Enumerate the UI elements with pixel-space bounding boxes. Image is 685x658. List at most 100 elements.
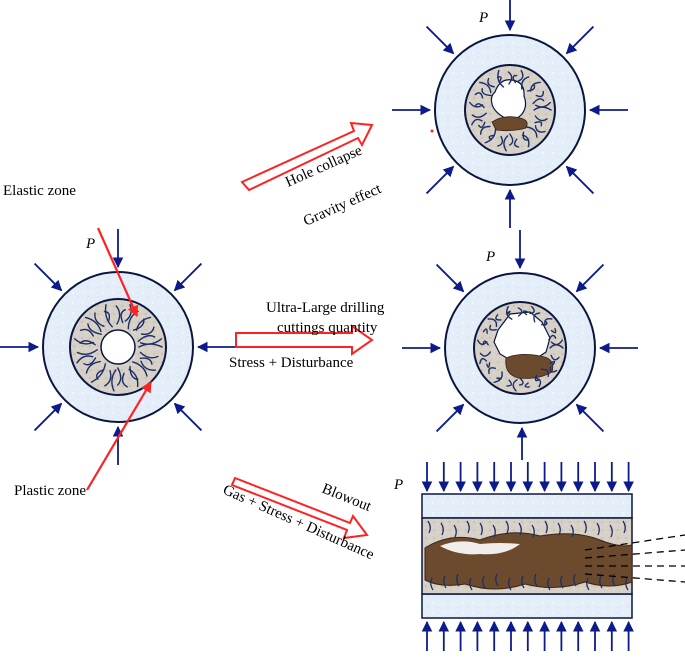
pressure-arrow	[565, 25, 595, 55]
pressure-arrow	[575, 263, 605, 293]
fracture-mark	[496, 377, 502, 380]
fracture-mark	[484, 128, 497, 144]
fracture-mark	[132, 361, 148, 377]
blowout-section	[421, 493, 685, 619]
fracture-mark	[534, 125, 546, 133]
fracture-mark	[503, 135, 509, 152]
fracture-mark	[471, 118, 483, 126]
fracture-mark	[549, 360, 556, 366]
fracture-mark	[570, 524, 574, 538]
fracture-mark	[534, 115, 548, 122]
fracture-mark	[479, 522, 483, 536]
fracture-mark	[474, 103, 485, 109]
fracture-mark	[443, 575, 447, 589]
fracture-mark	[519, 377, 524, 386]
fracture-mark	[533, 312, 541, 323]
fracture-mark	[526, 126, 538, 138]
process-arrows	[230, 121, 374, 540]
elastic-zone-label: Elastic zone	[3, 183, 76, 199]
pressure-arrow	[33, 402, 63, 432]
fracture-mark	[471, 112, 487, 118]
fracture-mark	[477, 121, 486, 128]
fracture-mark	[512, 379, 518, 392]
fracture-mark	[530, 81, 541, 92]
fracture-mark	[505, 305, 513, 320]
fracture-mark	[74, 338, 95, 345]
fracture-mark	[140, 360, 157, 371]
fracture-mark	[609, 524, 613, 538]
fracture-mark	[492, 524, 496, 538]
pressure-arrow	[33, 262, 63, 292]
fracture-mark	[84, 316, 102, 333]
fracture-mark	[94, 312, 105, 327]
fracture-mark	[479, 358, 488, 365]
fracture-mark	[612, 573, 616, 587]
fracture-mark	[90, 363, 106, 383]
fracture-mark	[104, 304, 113, 328]
fracture-mark	[522, 310, 528, 316]
fracture-marks	[427, 520, 629, 591]
fracture-mark	[104, 370, 112, 387]
pressure-arrow	[435, 403, 465, 433]
fracture-mark	[506, 310, 511, 315]
fracture-mark	[79, 328, 94, 337]
fracture-mark	[477, 339, 488, 346]
fracture-mark	[76, 355, 94, 364]
fracture-mark	[135, 316, 152, 331]
fracture-mark	[469, 577, 473, 591]
fracture-mark	[121, 372, 128, 388]
fracture-mark	[140, 326, 155, 335]
fracture-mark	[517, 307, 523, 317]
fracture-mark	[527, 83, 536, 92]
fracture-mark	[497, 135, 504, 147]
fracture-mark	[506, 379, 513, 387]
fracture-mark	[87, 323, 102, 335]
fracture-mark	[550, 339, 563, 346]
fracture-marks	[477, 305, 564, 392]
fracture-mark	[550, 328, 557, 334]
fracture-mark	[427, 520, 431, 534]
process-arrow-cuttings	[235, 324, 374, 356]
fracture-mark	[493, 371, 503, 383]
fracture-mark	[596, 522, 600, 536]
fracture-mark	[524, 382, 530, 388]
fracture-mark	[517, 69, 524, 82]
fracture-mark	[512, 74, 518, 84]
fracture-mark	[117, 367, 122, 386]
plastic-zone-pointer	[86, 381, 152, 491]
fracture-mark	[534, 374, 540, 382]
fracture-mark	[497, 69, 505, 88]
fracture-mark	[532, 98, 545, 105]
fracture-mark	[531, 524, 535, 538]
gas-streaks	[584, 534, 685, 583]
wellbore-left	[42, 271, 194, 423]
fracture-mark	[482, 340, 489, 346]
fracture-mark	[529, 305, 535, 315]
fracture-mark	[522, 131, 529, 141]
fracture-mark	[549, 366, 558, 373]
wellbore-collapse	[434, 34, 586, 186]
fracture-mark	[480, 125, 491, 135]
fracture-mark	[479, 351, 491, 357]
fracture-mark	[440, 522, 444, 536]
fracture-mark	[487, 77, 495, 88]
fracture-mark	[495, 314, 502, 321]
pressure-arrow	[425, 25, 455, 55]
fracture-mark	[586, 577, 590, 591]
fracture-mark	[547, 577, 551, 591]
fracture-mark	[544, 520, 548, 534]
zone-pointers	[86, 227, 152, 491]
pressure-arrow	[435, 263, 465, 293]
pressure-label-collapse: P	[478, 10, 488, 26]
pressure-label-cuttings: P	[485, 249, 495, 265]
wellbore-cuttings	[444, 272, 596, 424]
fracture-mark	[486, 362, 491, 368]
fracture-mark	[599, 575, 603, 589]
fracture-mark	[137, 334, 156, 343]
fracture-mark	[583, 520, 587, 534]
ultra-large-label-line2: cuttings quantity	[277, 320, 378, 336]
fracture-mark	[557, 522, 561, 536]
fracture-mark	[534, 377, 542, 388]
process-arrow-blowout	[230, 476, 369, 540]
fracture-mark	[548, 334, 557, 341]
